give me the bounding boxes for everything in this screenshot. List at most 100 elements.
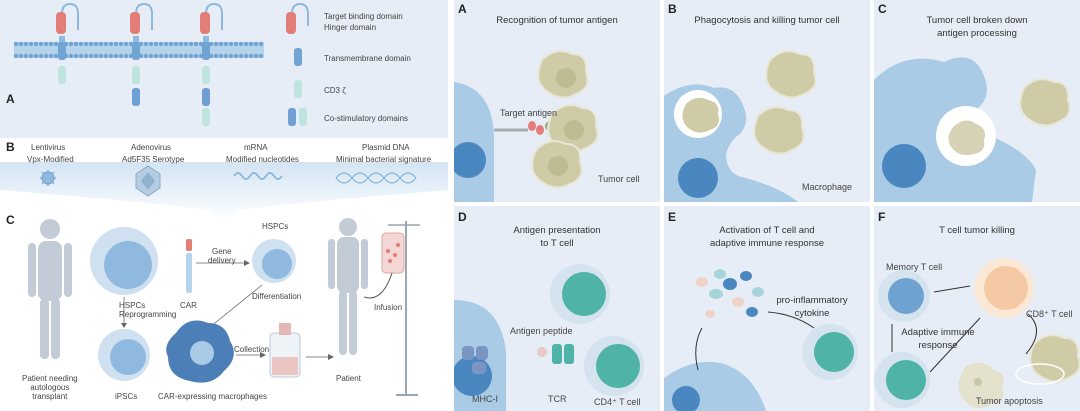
- membrane-bead: [48, 41, 54, 47]
- car-construct-2: [130, 2, 153, 106]
- a-tumor-cell-1: [537, 50, 589, 99]
- membrane-bead: [103, 41, 109, 47]
- a-host-cell: [454, 82, 494, 202]
- membrane-bead: [238, 53, 244, 59]
- a-tumor-cell-2: [547, 104, 599, 153]
- membrane-bead: [253, 53, 259, 59]
- membrane-bead: [83, 41, 89, 47]
- membrane-bead: [243, 41, 249, 47]
- membrane-bead: [223, 53, 229, 59]
- label-cytokine: pro-inflammatory cytokine: [776, 295, 848, 319]
- panel-a-left-label: A: [6, 92, 15, 106]
- panel-e-right-title: Activation of T cell and adaptive immune…: [709, 225, 825, 249]
- plasmid-dna-icon: [335, 172, 417, 184]
- membrane-bead: [168, 53, 174, 59]
- membrane-bead: [233, 53, 239, 59]
- membrane-bead: [88, 53, 94, 59]
- legend-transmembrane-icon: [294, 48, 302, 66]
- vector-lentivirus-name: Lentivirus: [31, 143, 66, 152]
- membrane-bead: [28, 53, 34, 59]
- label-patient: Patient: [336, 374, 361, 383]
- label-differentiation: Differentiation: [252, 292, 302, 301]
- membrane-bead: [53, 41, 59, 47]
- label-macrophage: Macrophage: [802, 182, 853, 192]
- membrane-bead: [143, 41, 149, 47]
- membrane-bead: [173, 41, 179, 47]
- car-macrophage-workflow: [28, 218, 420, 396]
- f-arrow-cd8-to-tumor: [1025, 313, 1037, 355]
- b-macrophage: [664, 84, 830, 202]
- label-infusion: Infusion: [374, 303, 403, 312]
- membrane-bead: [143, 53, 149, 59]
- label-cd8-t-cell: CD8⁺ T cell: [1026, 309, 1073, 319]
- e-arrow-2: [767, 311, 815, 329]
- vector-adenovirus-name: Adenovirus: [131, 143, 172, 152]
- vector-lentivirus-feature: Vpx-Modified: [27, 155, 74, 164]
- legend-cd3z: CD3 ζ: [324, 86, 346, 95]
- panel-f-right-title: T cell tumor killing: [939, 225, 1015, 236]
- membrane-bead: [53, 53, 59, 59]
- membrane-bead: [123, 53, 129, 59]
- panel-e-right-label: E: [668, 210, 677, 224]
- e-apc-cell: [664, 361, 766, 411]
- membrane-bead: [18, 41, 24, 47]
- membrane-bead: [88, 41, 94, 47]
- a-receptor: [494, 121, 555, 135]
- panel-f-right-label: F: [878, 210, 886, 224]
- membrane-bead: [163, 41, 169, 47]
- label-car-macrophages: CAR-expressing macrophages: [158, 392, 267, 401]
- membrane-bead: [188, 53, 194, 59]
- membrane-bead: [153, 41, 159, 47]
- membrane-bead: [113, 53, 119, 59]
- membrane-bead: [93, 53, 99, 59]
- f-effector-t-cell: [874, 352, 930, 408]
- label-tcr: TCR: [548, 394, 567, 404]
- membrane-bead: [78, 53, 84, 59]
- membrane-bead: [218, 53, 224, 59]
- mrna-icon: [233, 172, 283, 180]
- membrane-bead: [33, 53, 39, 59]
- panel-d-right-label: D: [458, 210, 467, 224]
- f-tumor-cell: [1029, 334, 1080, 383]
- label-memory-t-cell: Memory T cell: [886, 262, 943, 272]
- membrane-bead: [98, 41, 104, 47]
- legend-cd3z-icon: [294, 80, 302, 98]
- membrane-bead: [253, 41, 259, 47]
- membrane-bead: [153, 53, 159, 59]
- membrane-bead: [48, 53, 54, 59]
- vector-band: [0, 162, 448, 222]
- label-antigen-peptide: Antigen peptide: [510, 326, 573, 336]
- car-macrophage-cell: [166, 320, 234, 383]
- d-tcr: [552, 344, 574, 364]
- d-mhc: [462, 346, 488, 374]
- membrane-bead: [238, 41, 244, 47]
- membrane-bead: [158, 41, 164, 47]
- membrane-bead: [98, 53, 104, 59]
- membrane-bead: [193, 53, 199, 59]
- membrane-bead: [158, 53, 164, 59]
- label-ipscs: iPSCs: [115, 392, 138, 401]
- f-arrow-effector-to-cd8: [929, 317, 981, 373]
- label-hspcs-reprogramming: HSPCs Reprogramming: [119, 301, 177, 319]
- panel-a-right-label: A: [458, 2, 467, 16]
- membrane-bead: [248, 53, 254, 59]
- membrane-bead: [183, 53, 189, 59]
- adenovirus-icon: [135, 165, 161, 197]
- membrane-bead: [113, 41, 119, 47]
- membrane-bead: [68, 41, 74, 47]
- membrane-bead: [108, 53, 114, 59]
- legend-binding-icon: [286, 2, 309, 34]
- legend-transmembrane: Transmembrane domain: [324, 54, 411, 63]
- membrane-bead: [228, 41, 234, 47]
- membrane-bead: [108, 41, 114, 47]
- membrane-bead: [183, 41, 189, 47]
- car-construct-1: [56, 2, 79, 84]
- membrane-bead: [213, 41, 219, 47]
- membrane-bead: [163, 53, 169, 59]
- membrane-bead: [38, 53, 44, 59]
- membrane-bead: [18, 53, 24, 59]
- membrane-bead: [78, 41, 84, 47]
- panel-c-right-label: C: [878, 2, 887, 16]
- legend-costim: Co-stimulatory domains: [324, 114, 409, 123]
- membrane-bead: [193, 41, 199, 47]
